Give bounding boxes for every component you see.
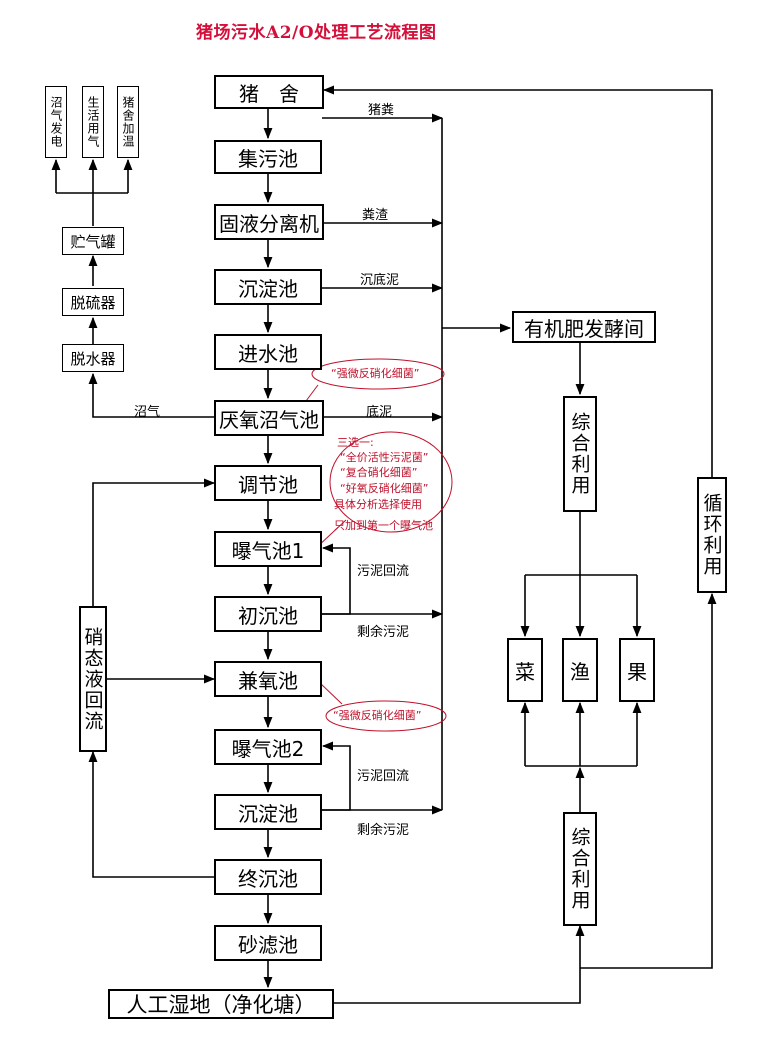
fertilizer-room-box: 有机肥发酵间 <box>512 311 656 343</box>
separator-box: 固液分离机 <box>214 204 324 240</box>
aeration-tank-2-box: 曝气池2 <box>214 729 322 765</box>
biogas-label: 沼气 <box>134 405 161 420</box>
choice-option-a: “全价活性污泥菌” <box>340 451 429 464</box>
anaerobic-biogas-tank-box: 厌氧沼气池 <box>214 400 324 436</box>
gas-tank-box: 贮气罐 <box>62 227 124 255</box>
sand-filter-box: 砂滤池 <box>214 925 322 961</box>
comprehensive-use-1-box: 综合利用 <box>563 396 597 512</box>
choice-note: 具体分析选择使用 <box>334 498 422 511</box>
aeration-tank-1-box: 曝气池1 <box>214 531 322 567</box>
living-gas-box: 生活用气 <box>82 86 104 158</box>
final-settling-box: 终沉池 <box>214 859 322 895</box>
primary-settling-box: 初沉池 <box>214 596 322 632</box>
dehydrator-box: 脱水器 <box>62 344 124 372</box>
residue-label: 粪渣 <box>362 208 389 223</box>
settling-tank-2-box: 沉淀池 <box>214 794 322 830</box>
settling-tank-1-box: 沉淀池 <box>214 269 322 305</box>
diagram-title: 猪场污水A2/O处理工艺流程图 <box>196 23 437 43</box>
regulating-tank-box: 调节池 <box>214 465 322 501</box>
pig-house-box: 猪 舍 <box>214 75 324 109</box>
sludge-return-2-label: 污泥回流 <box>357 769 410 784</box>
sludge-return-1-label: 污泥回流 <box>357 564 410 579</box>
excess-sludge-1-label: 剩余污泥 <box>357 625 410 640</box>
sediment-label: 沉底泥 <box>360 273 400 288</box>
vegetable-box: 菜 <box>507 638 543 702</box>
comprehensive-use-2-box: 综合利用 <box>563 812 597 926</box>
desulfurizer-box: 脱硫器 <box>62 288 124 316</box>
choice-option-b: “复合硝化细菌” <box>340 466 418 479</box>
recycle-box: 循环利用 <box>697 477 727 593</box>
choice-heading: 三选一: <box>337 436 374 449</box>
nitrate-return-box: 硝态液回流 <box>79 606 107 752</box>
constructed-wetland-box: 人工湿地（净化塘） <box>108 989 334 1019</box>
collection-tank-box: 集污池 <box>214 140 322 174</box>
bottom-mud-label: 底泥 <box>366 405 393 420</box>
fishery-box: 渔 <box>562 638 598 702</box>
anoxic-tank-box: 兼氧池 <box>214 661 322 697</box>
choice-option-c: “好氧反硝化细菌” <box>340 482 429 495</box>
power-generation-box: 沼气发电 <box>45 86 67 158</box>
pig-house-heating-box: 猪舍加温 <box>117 86 139 158</box>
choice-note-2: 只加到第一个曝气池 <box>334 519 433 532</box>
inlet-tank-box: 进水池 <box>214 334 322 370</box>
bacteria-annotation-1: “强微反硝化细菌” <box>331 367 420 380</box>
bacteria-annotation-2: “强微反硝化细菌” <box>333 709 422 722</box>
fruit-box: 果 <box>619 638 655 702</box>
excess-sludge-2-label: 剩余污泥 <box>357 823 410 838</box>
manure-label: 猪粪 <box>368 103 395 118</box>
